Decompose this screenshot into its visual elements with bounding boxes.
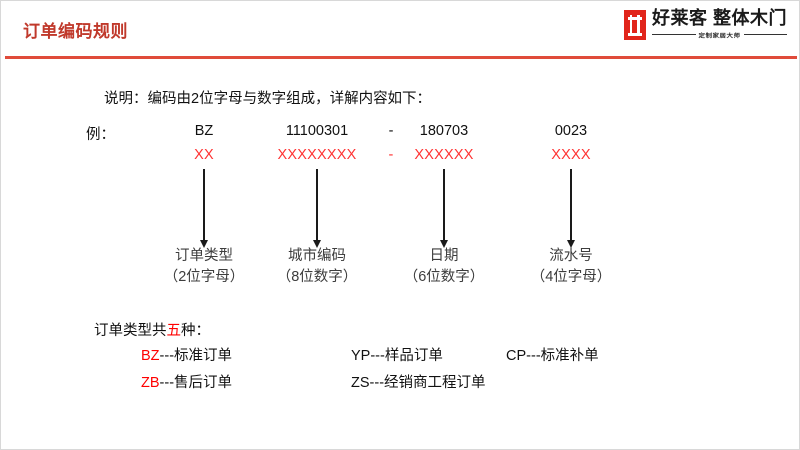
field-arrow-icon	[203, 169, 205, 241]
order-types-heading-prefix: 订单类型共	[94, 323, 167, 339]
brand-tagline-row: 定制家居大师	[651, 30, 788, 40]
example-segment-value: -	[388, 123, 394, 139]
order-type-code: CP	[506, 348, 527, 364]
order-type-separator: ---	[159, 375, 175, 391]
order-types-heading: 订单类型共五种：	[94, 319, 210, 340]
example-label: 例：	[86, 127, 115, 143]
order-types-heading-suffix: 种：	[181, 323, 210, 339]
order-type-label: 标准补单	[540, 348, 599, 364]
tagline-rule-right	[743, 34, 788, 36]
order-type-separator: ---	[526, 348, 541, 364]
field-arrow-icon	[570, 169, 572, 241]
field-label-name: 日期	[429, 248, 459, 264]
order-type-code: ZS	[351, 375, 370, 391]
order-type-separator: ---	[159, 348, 175, 364]
field-label-spec: （4位字母）	[530, 269, 612, 285]
field-arrow-icon	[443, 169, 445, 241]
field-label-spec: （8位数字）	[276, 269, 358, 285]
order-type-separator: ---	[370, 348, 385, 364]
field-label: 日期 （6位数字）	[404, 246, 485, 288]
example-segment-value: BZ	[194, 123, 214, 139]
order-type-item: BZ---标准订单	[141, 344, 232, 365]
tagline-rule-left	[651, 34, 696, 36]
field-arrow-icon	[316, 169, 318, 241]
order-type-code: YP	[351, 348, 371, 364]
description-text: 说明：编码由2位字母与数字组成，详解内容如下：	[104, 91, 432, 107]
order-type-code: BZ	[141, 348, 160, 364]
order-type-label: 标准订单	[174, 348, 233, 364]
slide-header: 订单编码规则 好莱客 整体木门 定制家居大师	[1, 1, 799, 59]
field-label: 城市编码 （8位数字）	[277, 246, 358, 288]
field-label-name: 城市编码	[287, 248, 346, 264]
order-type-label: 经销商工程订单	[384, 375, 486, 391]
order-type-item: ZS---经销商工程订单	[351, 371, 486, 392]
example-segment-mask: XX	[194, 147, 214, 163]
example-segment-value: 180703	[419, 123, 469, 139]
order-type-label: 样品订单	[384, 348, 443, 364]
brand-logo: 好莱客 整体木门 定制家居大师	[623, 8, 788, 51]
brand-logo-text: 好莱客 整体木门 定制家居大师	[651, 8, 788, 40]
order-type-separator: ---	[369, 375, 385, 391]
example-segment-mask: XXXX	[551, 147, 591, 163]
example-segment-mask: -	[388, 147, 394, 163]
example-segment-mask: XXXXXX	[414, 147, 474, 163]
page-title: 订单编码规则	[23, 22, 128, 41]
order-type-code: ZB	[141, 375, 160, 391]
header-divider	[5, 56, 797, 59]
brand-tagline: 定制家居大师	[698, 33, 741, 40]
order-types-count: 五	[166, 323, 182, 339]
example-segment-value: 0023	[554, 123, 588, 139]
example-segment-value: 11100301	[285, 123, 349, 139]
field-label-name: 订单类型	[174, 248, 233, 264]
brand-name: 好莱客 整体木门	[651, 8, 787, 28]
order-type-item: YP---样品订单	[351, 344, 443, 365]
field-label: 流水号 （4位字母）	[531, 246, 612, 288]
order-type-label: 售后订单	[174, 375, 233, 391]
example-segment-mask: XXXXXXXX	[277, 147, 357, 163]
door-mark-icon	[623, 10, 646, 40]
field-label: 订单类型 （2位字母）	[164, 246, 245, 288]
field-label-spec: （6位数字）	[403, 269, 485, 285]
order-type-item: CP---标准补单	[506, 344, 599, 365]
order-type-item: ZB---售后订单	[141, 371, 232, 392]
field-label-name: 流水号	[549, 248, 593, 264]
field-label-spec: （2位字母）	[163, 269, 245, 285]
